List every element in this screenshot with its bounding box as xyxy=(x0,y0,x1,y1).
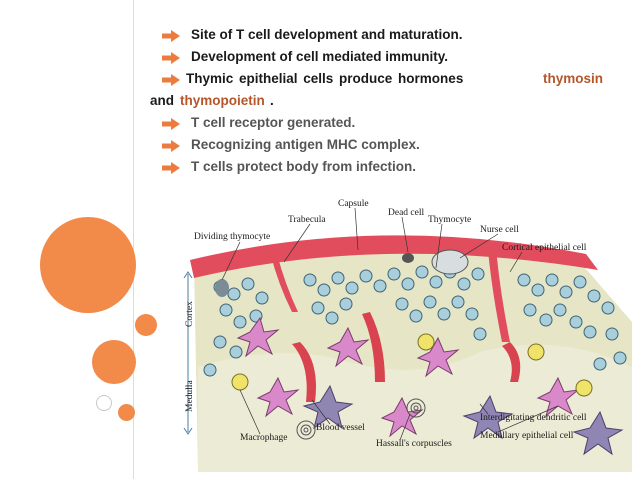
bullet-text: T cells protect body from infection. xyxy=(191,159,417,174)
label-medullary-epithelial-cell: Medullary epithelial cell xyxy=(480,431,574,441)
decor-circle-tiny xyxy=(118,404,135,421)
arrow-bullet-icon xyxy=(162,30,180,42)
label-trabecula: Trabecula xyxy=(288,215,326,225)
axis-arrow-up-icon xyxy=(183,271,193,279)
label-medulla: Medulla xyxy=(185,380,195,412)
bullet-item-thymic: Thymic epithelial cells produce hormones… xyxy=(150,68,630,90)
bullet-text: and xyxy=(150,93,175,108)
decor-circle-large xyxy=(40,217,136,313)
label-interdigitating-dendritic-cell: Interdigitating dendritic cell xyxy=(480,413,587,423)
label-blood-vessel: Blood vessel xyxy=(316,423,365,433)
arrow-bullet-icon xyxy=(162,140,180,152)
bullet-item: Site of T cell development and maturatio… xyxy=(150,24,630,46)
dividing-thymocyte-shape xyxy=(215,279,229,297)
label-thymocyte: Thymocyte xyxy=(428,215,471,225)
arrow-bullet-icon xyxy=(162,52,180,64)
label-dead-cell: Dead cell xyxy=(388,208,424,218)
hassalls-corpuscle-group xyxy=(296,398,426,440)
nurse-cell-shape xyxy=(431,249,469,275)
dead-cell-shape xyxy=(402,253,414,263)
label-hassalls-corpuscles: Hassall's corpuscles xyxy=(376,439,452,449)
leader-lines xyxy=(221,207,559,441)
decor-circle-outline xyxy=(96,395,112,411)
bullet-text: Recognizing antigen MHC complex. xyxy=(191,137,420,152)
hormone-thymopoietin: thymopoietin xyxy=(180,93,265,108)
bullet-text: Thymic epithelial cells produce hormones xyxy=(186,71,464,86)
label-cortical-epithelial-cell: Cortical epithelial cell xyxy=(502,243,587,253)
bullet-text: T cell receptor generated. xyxy=(191,115,356,130)
bullet-item: T cells protect body from infection. xyxy=(150,156,630,178)
capsule-band xyxy=(190,235,598,278)
blood-vessel-shape xyxy=(292,342,316,402)
bullet-text: Site of T cell development and maturatio… xyxy=(191,27,463,42)
label-nurse-cell: Nurse cell xyxy=(480,225,519,235)
trabecula-shape xyxy=(488,248,510,342)
thymus-diagram: Cortex Medulla Capsule Dead cell Trabecu… xyxy=(183,199,632,472)
label-capsule: Capsule xyxy=(338,199,369,209)
bullet-text: Development of cell mediated immunity. xyxy=(191,49,449,64)
bullet-item: Recognizing antigen MHC complex. xyxy=(150,134,630,156)
label-cortex: Cortex xyxy=(185,301,195,327)
label-macrophage: Macrophage xyxy=(240,433,287,443)
bullet-item: T cell receptor generated. xyxy=(150,112,630,134)
vertical-divider xyxy=(133,0,134,479)
blood-vessel-shape xyxy=(502,342,521,382)
blood-vessel-shape xyxy=(362,312,385,382)
arrow-bullet-icon xyxy=(162,118,180,130)
bullet-continuation: and thymopoietin . xyxy=(0,90,630,112)
epithelial-cell-cluster xyxy=(236,316,580,438)
bullet-text-end: . xyxy=(270,93,274,108)
dendritic-cell-cluster xyxy=(302,384,624,456)
label-dividing-thymocyte: Dividing thymocyte xyxy=(194,232,270,242)
axis-arrow-down-icon xyxy=(183,427,193,435)
bullet-list: Site of T cell development and maturatio… xyxy=(150,24,630,178)
arrow-bullet-icon xyxy=(162,162,180,174)
bullet-item: Development of cell mediated immunity. xyxy=(150,46,630,68)
trabecula-shape xyxy=(270,250,298,312)
hormone-thymosin: thymosin xyxy=(543,71,604,86)
decor-circle-medium xyxy=(92,340,136,384)
decor-circle-small xyxy=(135,314,157,336)
arrow-bullet-icon xyxy=(162,74,180,86)
